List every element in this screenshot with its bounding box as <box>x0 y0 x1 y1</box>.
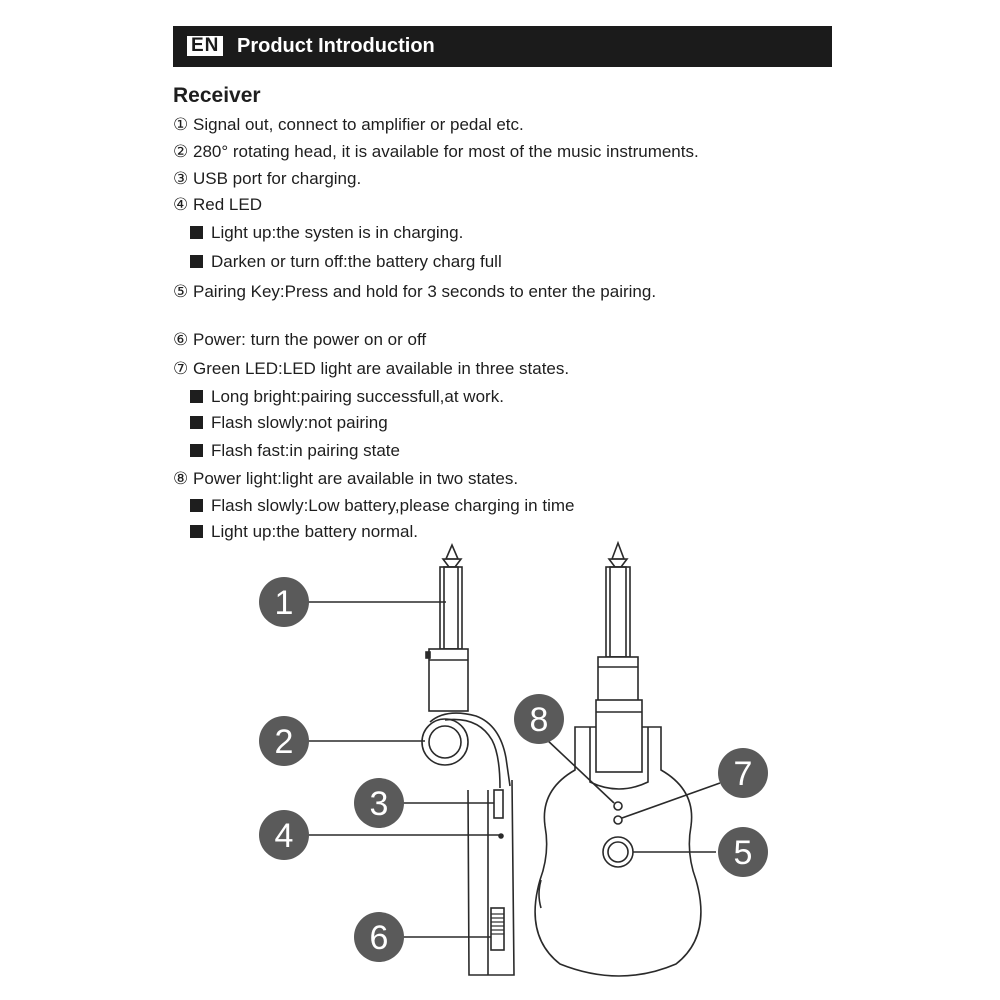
callout-5: 5 <box>718 827 768 877</box>
callout-4-label: 4 <box>275 817 294 855</box>
callout-8-label: 8 <box>530 701 549 739</box>
callout-5-label: 5 <box>734 834 753 872</box>
callout-1: 1 <box>259 577 309 627</box>
callout-4: 4 <box>259 810 309 860</box>
sub-item-power-light-2: Light up:the battery normal. <box>190 521 418 543</box>
sub-item-text: Long bright:pairing successfull,at work. <box>211 387 504 406</box>
item-number: ① <box>173 115 189 134</box>
callout-7-label: 7 <box>734 755 753 793</box>
item-text: Pairing Key:Press and hold for 3 seconds… <box>193 282 657 301</box>
item-number: ⑤ <box>173 282 189 301</box>
receiver-front-view <box>534 540 702 977</box>
sub-item-text: Darken or turn off:the battery charg ful… <box>211 252 502 271</box>
bullet-square-icon <box>190 444 203 457</box>
item-number: ⑦ <box>173 359 189 378</box>
callout-8: 8 <box>514 694 564 744</box>
callout-2-label: 2 <box>275 723 294 761</box>
callout-3: 3 <box>354 778 404 828</box>
item-text: 280° rotating head, it is available for … <box>193 142 699 161</box>
bullet-square-icon <box>190 416 203 429</box>
item-number: ④ <box>173 195 189 214</box>
bullet-square-icon <box>190 499 203 512</box>
section-header-bar: EN Product Introduction <box>173 26 832 67</box>
bullet-square-icon <box>190 255 203 268</box>
callout-2: 2 <box>259 716 309 766</box>
item-text: Power: turn the power on or off <box>193 330 427 349</box>
bullet-square-icon <box>190 390 203 403</box>
item-text: Power light:light are available in two s… <box>193 469 519 488</box>
section-title: Receiver <box>173 84 261 107</box>
sub-item-text: Flash slowly:Low battery,please charging… <box>211 496 575 515</box>
item-number: ③ <box>173 169 189 188</box>
callout-6: 6 <box>354 912 404 962</box>
item-number: ⑥ <box>173 330 189 349</box>
sub-item-text: Flash slowly:not pairing <box>211 413 388 432</box>
sub-item-text: Light up:the battery normal. <box>211 522 418 541</box>
language-badge: EN <box>187 36 224 56</box>
header-title: Product Introduction <box>237 35 435 57</box>
sub-item-green-led-1: Long bright:pairing successfull,at work. <box>190 386 504 408</box>
item-text: Green LED:LED light are available in thr… <box>193 359 570 378</box>
callout-1-label: 1 <box>275 584 294 622</box>
callout-3-label: 3 <box>370 785 389 823</box>
sub-item-red-led-1: Light up:the systen is in charging. <box>190 222 463 244</box>
receiver-side-view <box>421 542 515 976</box>
bullet-square-icon <box>190 226 203 239</box>
sub-item-green-led-2: Flash slowly:not pairing <box>190 412 388 434</box>
callout-leader-lines <box>308 601 721 938</box>
callout-6-label: 6 <box>370 919 389 957</box>
sub-item-power-light-1: Flash slowly:Low battery,please charging… <box>190 495 574 517</box>
item-number: ② <box>173 142 189 161</box>
bullet-square-icon <box>190 525 203 538</box>
sub-item-text: Light up:the systen is in charging. <box>211 223 464 242</box>
item-number: ⑧ <box>173 469 189 488</box>
item-text: Red LED <box>193 195 262 214</box>
callout-7: 7 <box>718 748 768 798</box>
item-text: Signal out, connect to amplifier or peda… <box>193 115 524 134</box>
sub-item-text: Flash fast:in pairing state <box>211 441 400 460</box>
sub-item-red-led-2: Darken or turn off:the battery charg ful… <box>190 251 502 273</box>
sub-item-green-led-3: Flash fast:in pairing state <box>190 440 400 462</box>
item-text: USB port for charging. <box>193 169 362 188</box>
